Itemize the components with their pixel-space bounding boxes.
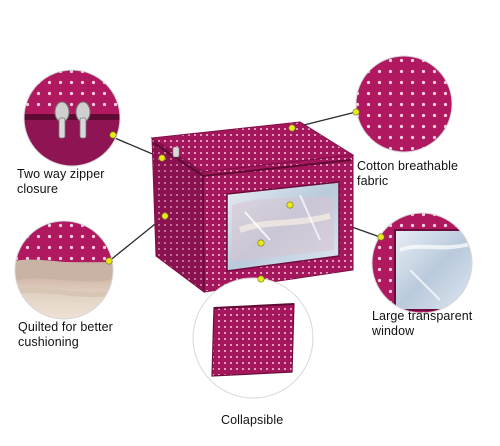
feature-label-zipper-line2: closure (17, 182, 58, 196)
folded-bag-icon (192, 277, 314, 399)
feature-label-quilted: Quilted for better cushioning (18, 320, 113, 350)
feature-label-quilted-line2: cushioning (18, 335, 79, 349)
callout-dot-zipper-a (109, 131, 117, 139)
feature-label-zipper: Two way zipper closure (17, 167, 105, 197)
callout-dot-window-a (377, 233, 385, 241)
feature-label-fabric-line2: fabric (357, 174, 389, 188)
feature-label-window: Large transparent window (372, 309, 472, 339)
transparent-window-icon (371, 212, 473, 314)
feature-label-collapsible: Collapsible (221, 413, 283, 428)
feature-label-window-line2: window (372, 324, 415, 338)
callout-dot-quilted-b (161, 212, 169, 220)
callout-dot-fabric-b (288, 124, 296, 132)
callout-dot-collapsible-b (257, 275, 265, 283)
fabric-texture-icon (355, 55, 453, 153)
storage-bag-illustration (150, 121, 355, 294)
feature-label-fabric: Cotton breathable fabric (357, 159, 458, 189)
feature-label-fabric-line1: Cotton breathable (357, 159, 459, 173)
callout-dot-collapsible-a (257, 239, 265, 247)
feature-label-collapsible-line1: Collapsible (221, 413, 284, 427)
quilted-layers-icon (14, 220, 114, 320)
feature-label-quilted-line1: Quilted for better (18, 320, 113, 334)
callout-dot-quilted-a (105, 257, 113, 265)
feature-label-window-line1: Large transparent (372, 309, 473, 323)
callout-dot-zipper-b (158, 154, 166, 162)
callout-dot-window-b (286, 201, 294, 209)
callout-dots (105, 108, 385, 283)
callout-dot-fabric-a (352, 108, 360, 116)
zipper-detail-icon (23, 69, 121, 167)
feature-label-zipper-line1: Two way zipper (17, 167, 105, 181)
